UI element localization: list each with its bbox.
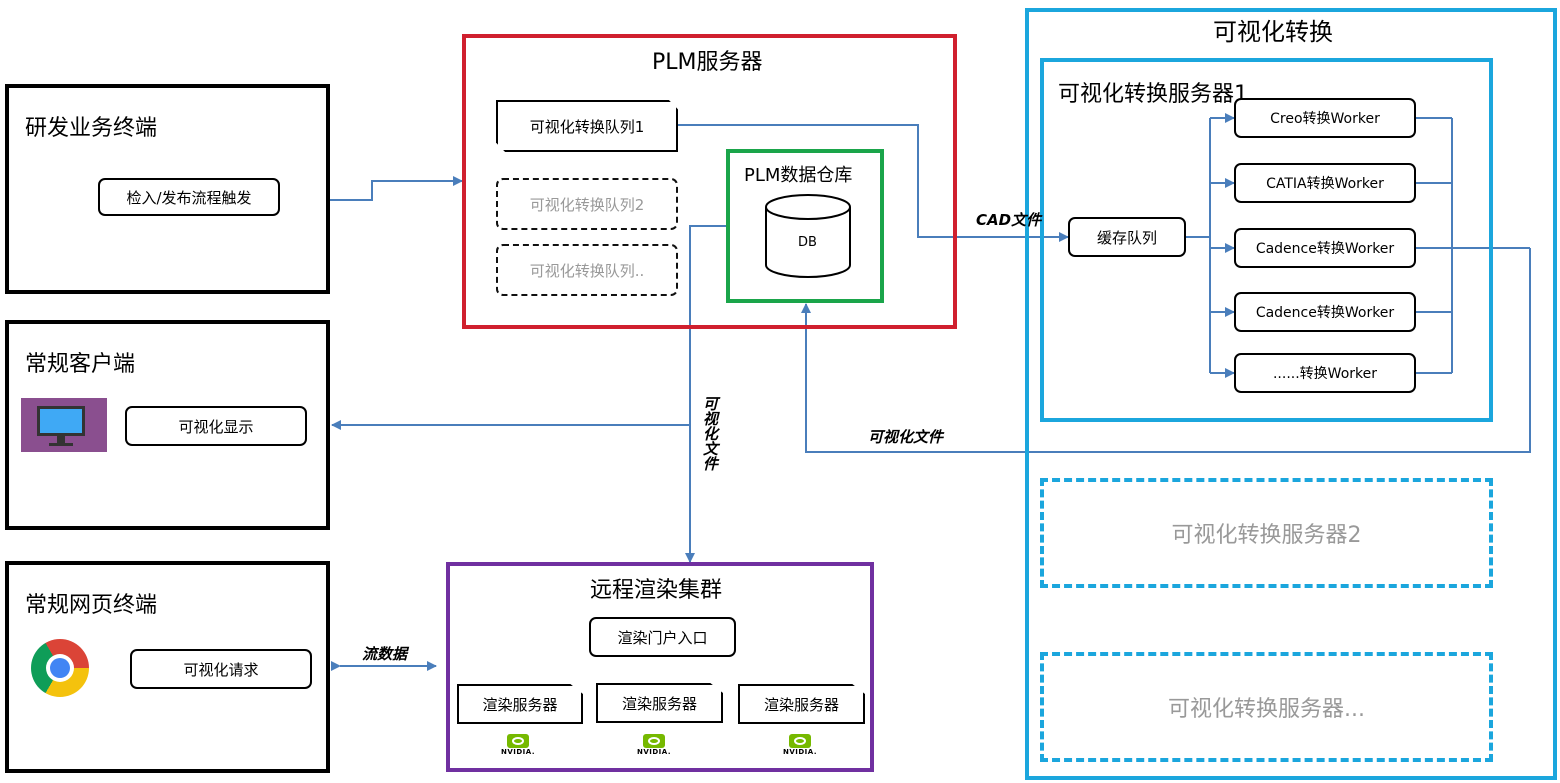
stream-data-label: 流数据 [362, 645, 408, 663]
cad-file-label: CAD文件 [976, 211, 1042, 229]
conversion-server-1-title: 可视化转换服务器1 [1058, 82, 1248, 107]
conversion-server-n-title: 可视化转换服务器... [1168, 697, 1365, 722]
visual-request-button[interactable]: 可视化请求 [130, 649, 312, 689]
conversion-server-1-panel: 可视化转换服务器1 [1040, 58, 1493, 422]
web-terminal-title: 常规网页终端 [25, 593, 158, 618]
worker-creo[interactable]: Creo转换Worker [1234, 98, 1416, 138]
rd-terminal-title: 研发业务终端 [25, 116, 158, 141]
render-cluster-title: 远程渲染集群 [590, 578, 723, 603]
render-server-1[interactable]: 渲染服务器 [457, 684, 583, 724]
nvidia-logo-3: NVIDIA. [780, 734, 820, 760]
worker-cadence-2[interactable]: Cadence转换Worker [1234, 292, 1416, 332]
conversion-server-n-panel: 可视化转换服务器... [1040, 652, 1493, 762]
cad-connector [678, 124, 1069, 242]
db-label: DB [798, 235, 817, 250]
plm-server-panel: PLM服务器 [462, 34, 957, 329]
plm-server-title: PLM服务器 [652, 50, 763, 75]
nvidia-logo-1: NVIDIA. [498, 734, 538, 760]
checkin-trigger-button[interactable]: 检入/发布流程触发 [98, 178, 280, 216]
render-portal[interactable]: 渲染门户入口 [589, 617, 736, 657]
vis-file-return [801, 248, 1531, 453]
conversion-title: 可视化转换 [1213, 18, 1333, 46]
cache-queue[interactable]: 缓存队列 [1068, 217, 1186, 257]
queue-2[interactable]: 可视化转换队列2 [496, 178, 678, 230]
worker-catia[interactable]: CATIA转换Worker [1234, 163, 1416, 203]
monitor-icon [21, 398, 107, 452]
conversion-server-2-title: 可视化转换服务器2 [1171, 523, 1362, 548]
visual-display-button[interactable]: 可视化显示 [125, 406, 307, 446]
render-server-3[interactable]: 渲染服务器 [738, 684, 865, 724]
chrome-icon [31, 639, 89, 697]
queue-1[interactable]: 可视化转换队列1 [496, 100, 678, 152]
conversion-server-2-panel: 可视化转换服务器2 [1040, 478, 1493, 588]
worker-other[interactable]: ......转换Worker [1234, 353, 1416, 393]
nvidia-logo-2: NVIDIA. [634, 734, 674, 760]
vis-file-down [685, 225, 726, 563]
queue-n[interactable]: 可视化转换队列.. [496, 244, 678, 296]
render-server-2[interactable]: 渲染服务器 [596, 683, 723, 723]
conversion-panel: 可视化转换 [1025, 8, 1557, 780]
worker-cadence-1[interactable]: Cadence转换Worker [1234, 228, 1416, 268]
vis-file-return-label: 可视化文件 [868, 428, 944, 446]
plm-warehouse-panel: PLM数据仓库 DB [726, 149, 884, 303]
plm-warehouse-title: PLM数据仓库 [744, 165, 853, 186]
render-cluster-panel: 远程渲染集群 [446, 562, 874, 772]
vis-file-down-label: 可视化文件 [701, 396, 719, 471]
client-terminal-title: 常规客户端 [25, 352, 136, 377]
database-icon [765, 194, 851, 278]
